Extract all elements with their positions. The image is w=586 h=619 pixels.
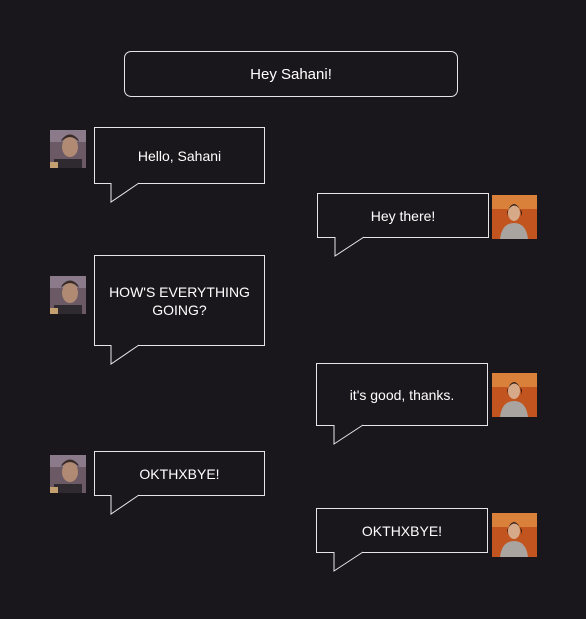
message-text: OKTHXBYE! xyxy=(139,465,220,482)
bubble-tail xyxy=(110,494,140,515)
message-bubble: OKTHXBYE! xyxy=(94,451,265,496)
message-text: Hello, Sahani xyxy=(137,147,222,164)
message-text: HOW'S EVERYTHING GOING? xyxy=(109,283,250,318)
avatar-left xyxy=(50,130,86,168)
bubble-tail xyxy=(110,182,140,203)
message-bubble: Hey there! xyxy=(317,193,489,238)
avatar-right xyxy=(492,513,537,557)
message-bubble: OKTHXBYE! xyxy=(316,508,488,553)
bubble-tail xyxy=(333,424,364,445)
avatar-left xyxy=(50,276,86,314)
message-bubble: it's good, thanks. xyxy=(316,363,488,426)
avatar-right xyxy=(492,373,537,417)
message-bubble: Hello, Sahani xyxy=(94,127,265,184)
message-text: Hey there! xyxy=(370,207,436,224)
bubble-tail xyxy=(334,236,365,257)
avatar-right xyxy=(492,195,537,239)
message-bubble: HOW'S EVERYTHING GOING? xyxy=(94,255,265,346)
message-text: it's good, thanks. xyxy=(349,386,455,403)
bubble-tail xyxy=(110,344,140,365)
avatar-left xyxy=(50,455,86,493)
chat-title: Hey Sahani! xyxy=(250,65,332,83)
chat-title-box: Hey Sahani! xyxy=(124,51,458,97)
message-text: OKTHXBYE! xyxy=(361,522,443,539)
bubble-tail xyxy=(333,551,364,572)
